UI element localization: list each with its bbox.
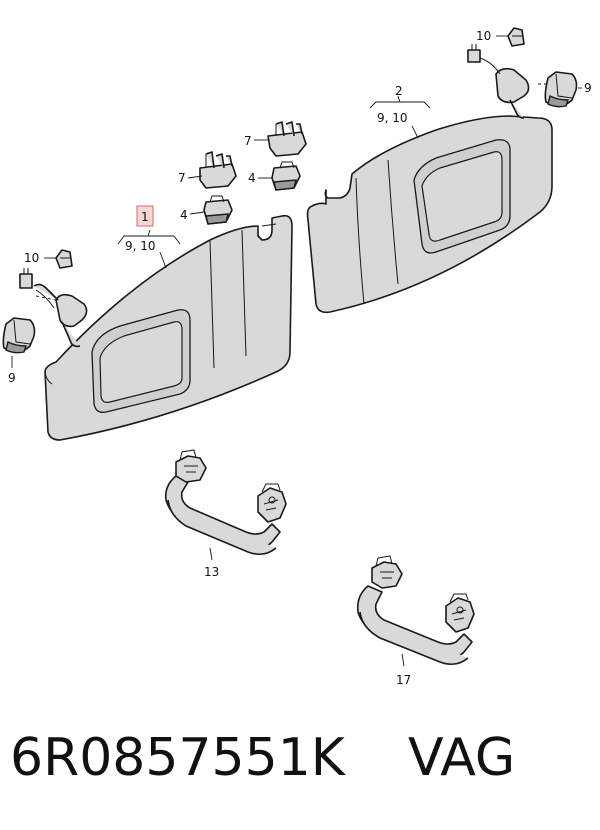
callout-4-right[interactable]: 4 xyxy=(248,171,256,185)
brand-name: VAG xyxy=(408,728,516,788)
clip-4-left xyxy=(203,195,233,225)
clip-7-left xyxy=(199,151,237,189)
part-number: 6R0857551K xyxy=(10,728,345,788)
callout-10-right[interactable]: 10 xyxy=(476,29,491,43)
clip-7-right xyxy=(267,121,307,157)
callout-17[interactable]: 17 xyxy=(396,673,411,687)
callout-9-right[interactable]: 9 xyxy=(584,81,592,95)
callout-1-sub: 9, 10 xyxy=(125,239,156,253)
right-cap-10 xyxy=(507,27,525,47)
callout-1[interactable]: 1 xyxy=(141,210,149,224)
grab-handle-13 xyxy=(164,449,287,556)
left-sun-visor xyxy=(44,214,293,441)
left-cap-10 xyxy=(55,249,73,269)
clip-4-right xyxy=(271,161,301,191)
footer: 6R0857551K VAG xyxy=(10,728,600,798)
leader-lines xyxy=(11,35,582,667)
callout-2-sub: 9, 10 xyxy=(377,111,408,125)
callout-4-left[interactable]: 4 xyxy=(180,208,188,222)
left-visor-hinge xyxy=(19,268,88,348)
callout-7-right[interactable]: 7 xyxy=(244,134,252,148)
callout-13[interactable]: 13 xyxy=(204,565,219,579)
right-sun-visor xyxy=(306,115,553,314)
left-clip-9 xyxy=(2,317,36,354)
callout-1-highlight xyxy=(136,205,154,227)
callout-2[interactable]: 2 xyxy=(395,84,403,98)
right-clip-9 xyxy=(544,71,578,108)
grab-handle-17 xyxy=(356,555,475,666)
callout-7-left[interactable]: 7 xyxy=(178,171,186,185)
right-visor-hinge xyxy=(467,44,530,119)
callout-10-left[interactable]: 10 xyxy=(24,251,39,265)
callout-9-left[interactable]: 9 xyxy=(8,371,16,385)
